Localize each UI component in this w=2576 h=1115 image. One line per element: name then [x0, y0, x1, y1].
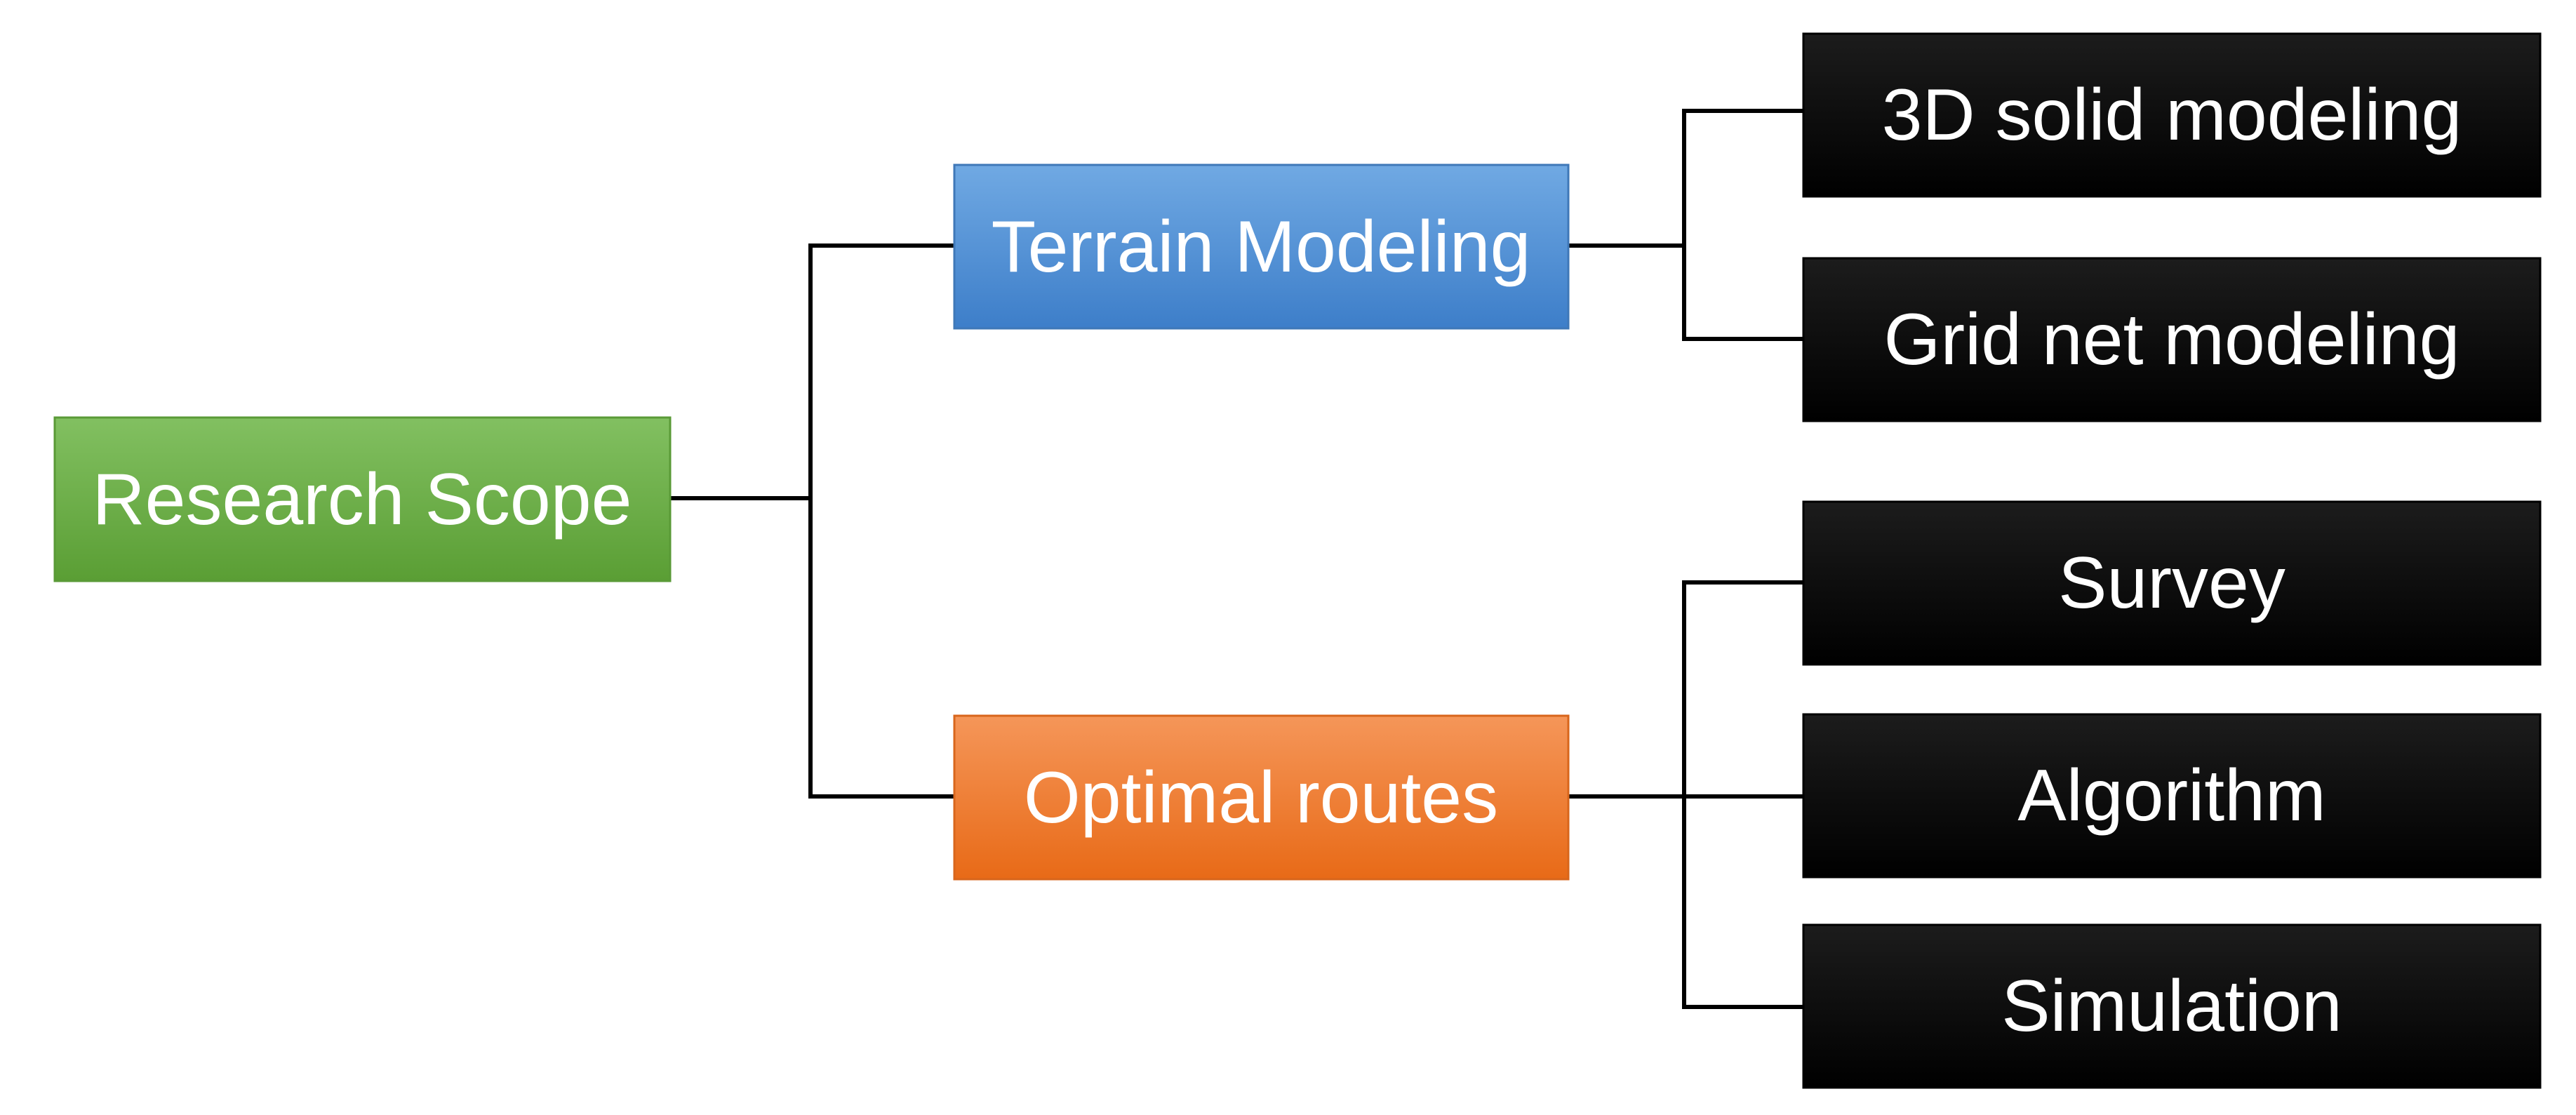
leaf-node-grid-net-modeling: Grid net modeling — [1802, 257, 2542, 422]
connector-terrain-to-children — [1566, 109, 1806, 341]
branch-node-label: Terrain Modeling — [992, 206, 1531, 288]
leaf-node-label: Grid net modeling — [1884, 299, 2460, 380]
root-node: Research Scope — [53, 416, 672, 582]
leaf-node-label: Survey — [2058, 542, 2285, 624]
branch-node-optimal-routes: Optimal routes — [953, 714, 1570, 881]
leaf-node-3d-solid-modeling: 3D solid modeling — [1802, 32, 2542, 198]
branch-node-terrain-modeling: Terrain Modeling — [953, 163, 1570, 330]
connector-root-to-branches — [668, 243, 956, 799]
connector-optimal-to-children — [1566, 580, 1806, 1009]
branch-node-label: Optimal routes — [1024, 757, 1498, 839]
leaf-node-survey: Survey — [1802, 500, 2542, 666]
leaf-node-algorithm: Algorithm — [1802, 713, 2542, 879]
leaf-node-label: Algorithm — [2017, 755, 2325, 836]
leaf-node-simulation: Simulation — [1802, 923, 2542, 1089]
leaf-node-label: Simulation — [2001, 966, 2342, 1047]
leaf-node-label: 3D solid modeling — [1882, 74, 2462, 156]
root-node-label: Research Scope — [93, 459, 632, 540]
